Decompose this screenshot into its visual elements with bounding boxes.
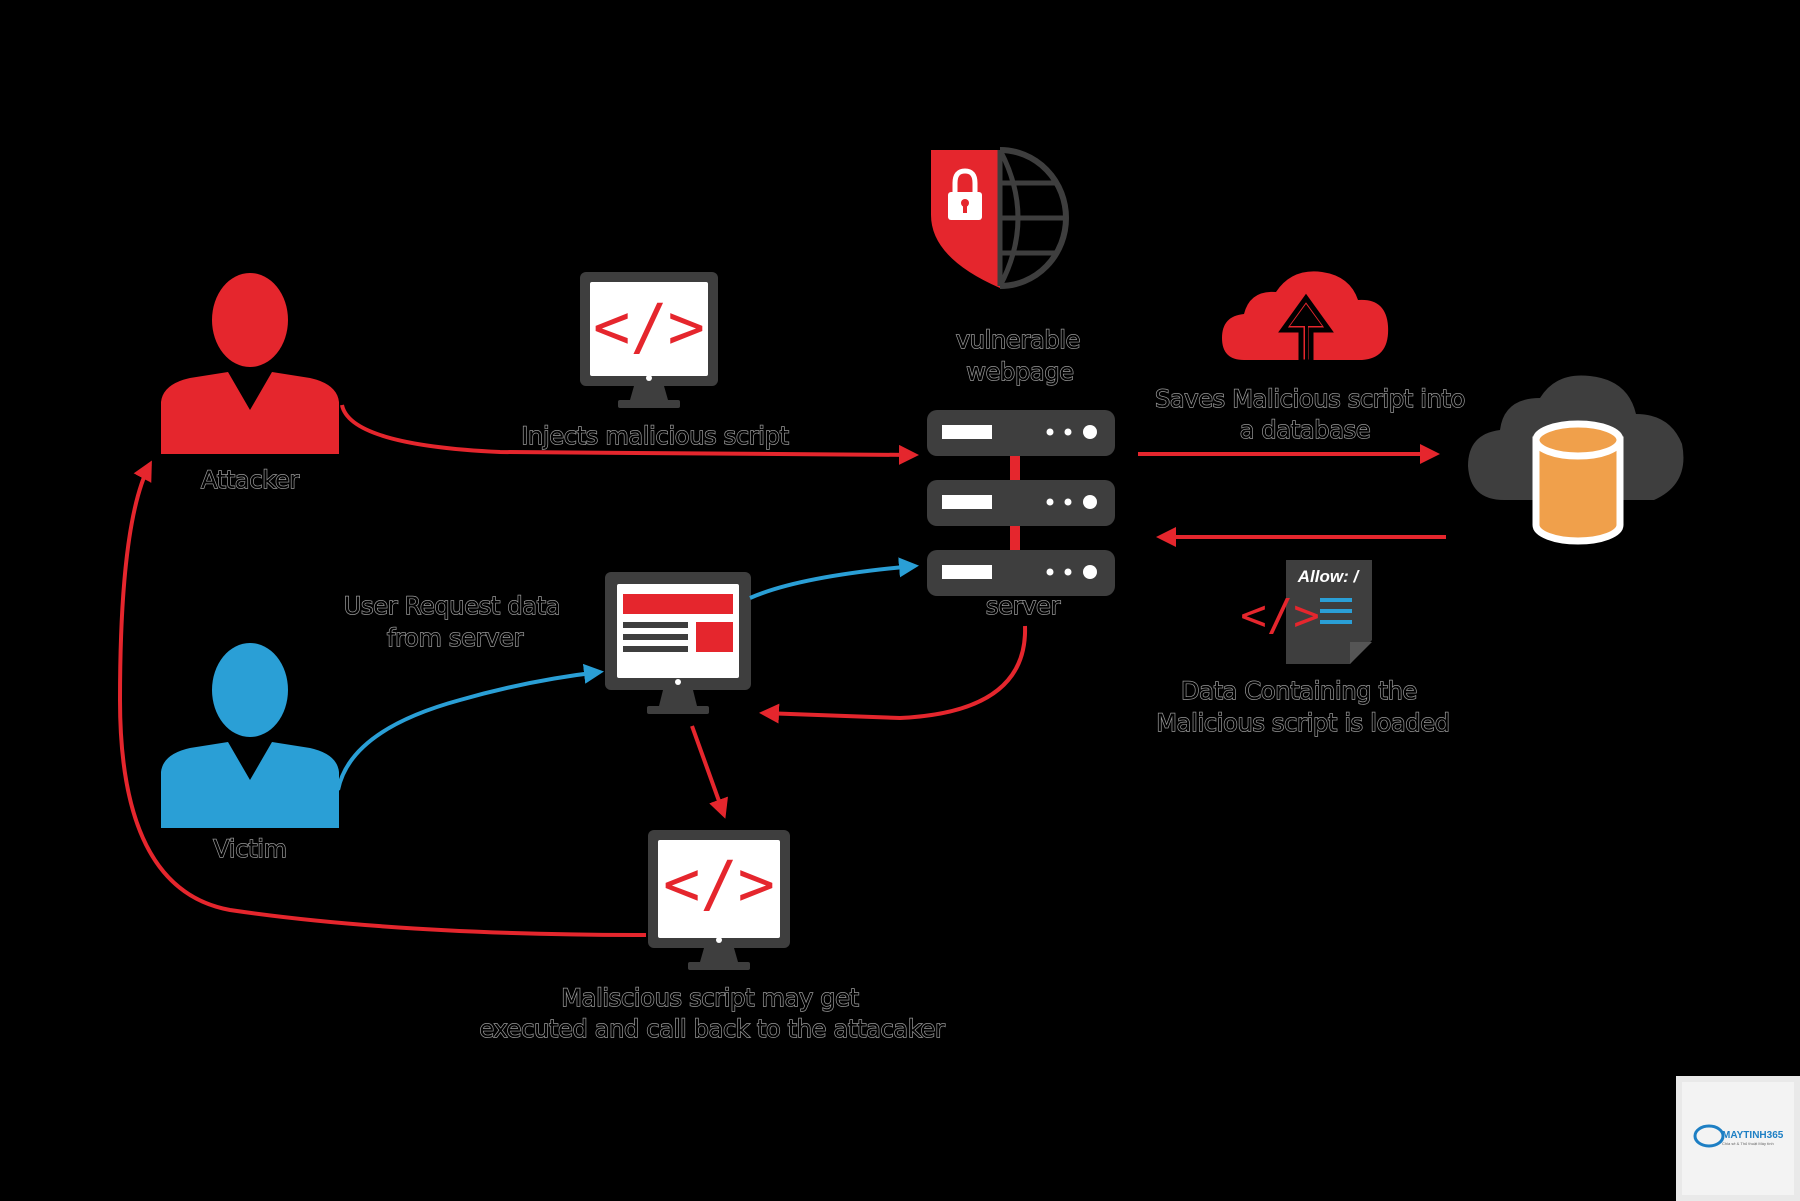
svg-text:</>: </>	[1240, 590, 1319, 641]
execute-step-label-line1: Maliscious script may get	[561, 984, 858, 1012]
save-step-label-line2: a database	[1240, 416, 1371, 444]
execute-step-label-line2: executed and call back to the attacaker	[479, 1015, 945, 1043]
svg-text:Chia sẻ & Thủ thuật Máy tính: Chia sẻ & Thủ thuật Máy tính	[1722, 1141, 1774, 1146]
arrow-server-to-webpage	[759, 625, 1028, 724]
arrow-attacker-to-server	[340, 404, 919, 465]
arrow-victim-to-webpage	[336, 663, 604, 791]
arrow-webpage-to-script	[690, 725, 728, 819]
loaded-step-label-line1: Data Containing the	[1181, 677, 1417, 705]
security-globe-icon	[931, 147, 1069, 289]
victim-person-icon	[161, 643, 339, 828]
webpage-monitor-icon	[605, 572, 751, 714]
cloud-database-icon	[1468, 375, 1684, 545]
attacker-person-icon	[161, 273, 339, 454]
request-step-label-line1: User Request data	[344, 592, 560, 620]
cloud-upload-icon	[1222, 271, 1389, 365]
request-step-label-line2: from server	[387, 624, 524, 652]
attacker-label: Attacker	[201, 466, 299, 494]
code-document-icon: Allow: / </>	[1240, 560, 1372, 664]
server-rack-icon	[927, 410, 1115, 596]
svg-text:MAYTINH365: MAYTINH365	[1722, 1130, 1784, 1141]
loaded-step-label-line2: Malicious script is loaded	[1156, 709, 1449, 737]
watermark-logo: MAYTINH365 Chia sẻ & Thủ thuật Máy tính	[1676, 1076, 1800, 1201]
code-monitor-icon: </>	[580, 272, 718, 408]
save-step-label-line1: Saves Malicious script into	[1155, 385, 1465, 413]
arrow-script-to-attacker	[117, 460, 647, 937]
svg-text:Allow: /: Allow: /	[1297, 567, 1361, 586]
svg-text:</>: </>	[663, 847, 775, 920]
code-monitor-icon: </>	[648, 830, 790, 970]
vulnerable-webpage-label-line1: vulnerable	[956, 326, 1080, 354]
server-label: server	[986, 592, 1061, 620]
svg-text:</>: </>	[593, 290, 705, 363]
victim-label: Victim	[213, 835, 286, 863]
inject-step-label: Injects malicious script	[521, 422, 788, 450]
vulnerable-webpage-label-line2: webpage	[966, 358, 1073, 386]
arrow-webpage-to-server	[749, 557, 919, 600]
